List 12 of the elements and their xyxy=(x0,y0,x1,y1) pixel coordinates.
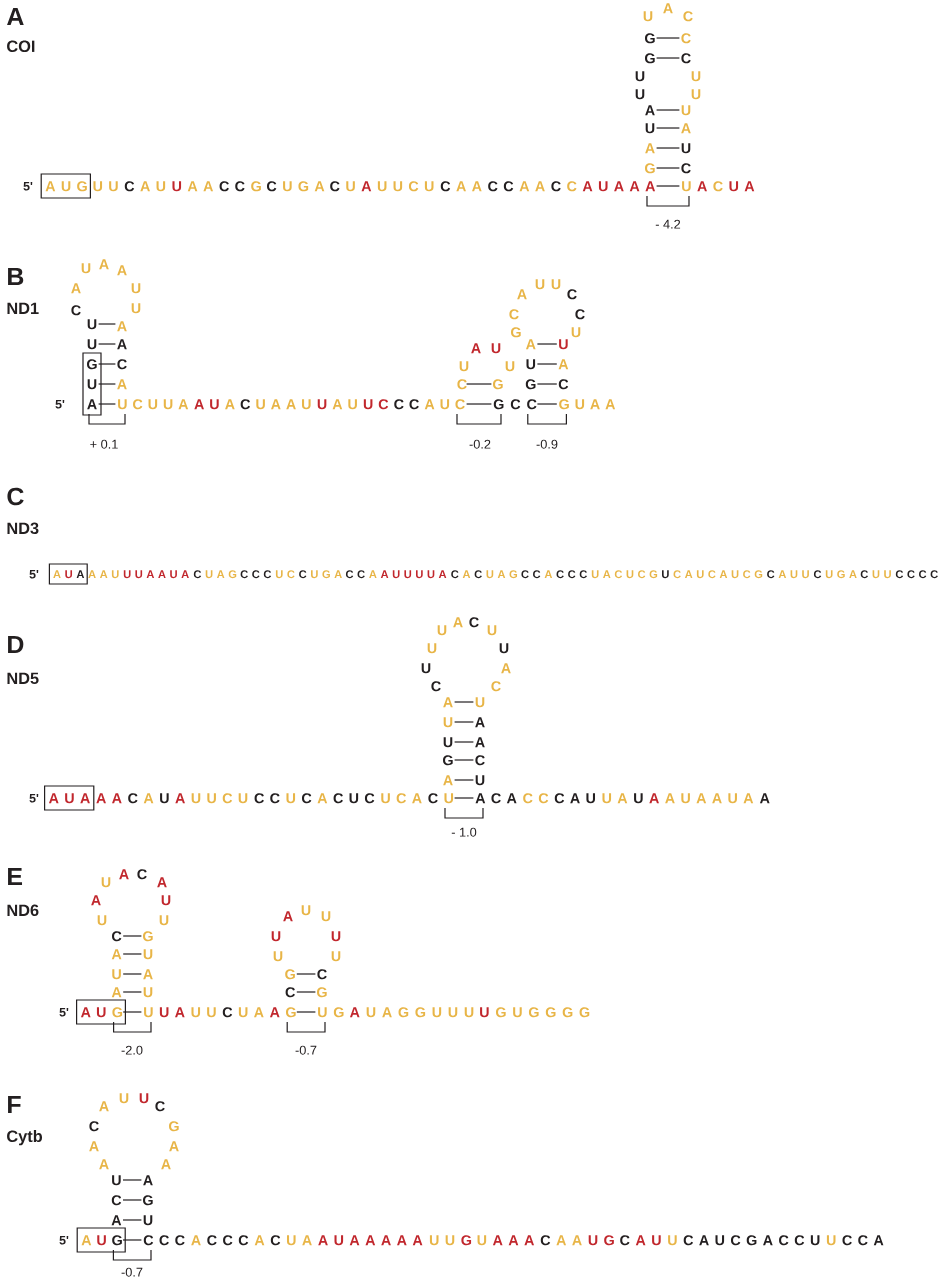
panel-letter: B xyxy=(8,267,24,285)
gene-name: Cytb xyxy=(7,1130,43,1146)
gene-name: ND3 xyxy=(7,522,39,535)
panel-letter: A xyxy=(7,7,24,25)
gene-name: ND6 xyxy=(7,904,39,917)
panel-letter: D xyxy=(8,635,24,653)
panel-letter: F xyxy=(8,1095,21,1113)
panel-letter: E xyxy=(8,867,22,885)
gene-name: ND1 xyxy=(7,302,39,314)
gene-name: ND5 xyxy=(7,672,39,685)
gene-name: COI xyxy=(7,40,35,53)
panel-letter: C xyxy=(7,487,24,506)
